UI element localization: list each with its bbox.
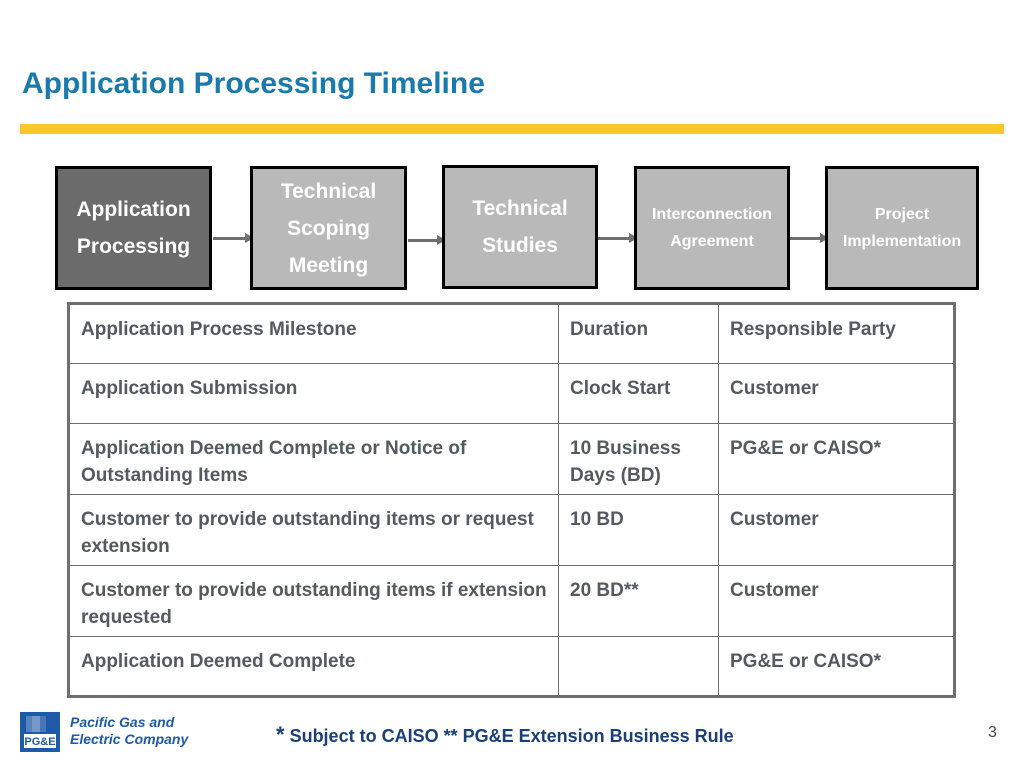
milestone-table: Application Process Milestone Duration R…	[67, 302, 956, 698]
footnote: * Subject to CAISO ** PG&E Extension Bus…	[276, 722, 734, 748]
step-technical-scoping-meeting: Technical Scoping Meeting	[250, 166, 407, 290]
table-header-row: Application Process Milestone Duration R…	[68, 303, 955, 364]
table-row: Customer to provide outstanding items or…	[68, 494, 955, 566]
logo-mark-text: PG&E	[24, 736, 55, 748]
party-cell: Customer	[718, 565, 955, 637]
duration-cell: Clock Start	[558, 363, 719, 424]
logo-wordmark: Pacific Gas and Electric Company	[70, 714, 189, 747]
header-milestone: Application Process Milestone	[68, 303, 559, 364]
flow-arrow	[790, 233, 829, 243]
page-title: Application Processing Timeline	[22, 67, 485, 100]
milestone-cell: Application Submission	[68, 363, 559, 424]
step-application-processing: Application Processing	[55, 166, 212, 290]
title-underline	[20, 124, 1004, 134]
pge-logo-icon-graphic: PG&E	[20, 712, 60, 752]
table-row: Application Submission Clock Start Custo…	[68, 363, 955, 424]
step-label: Technical Studies	[472, 197, 568, 257]
step-label: Project Implementation	[842, 206, 962, 250]
party-cell: PG&E or CAISO*	[718, 636, 955, 697]
flow-arrow	[408, 235, 446, 245]
step-label: Application Processing	[76, 198, 191, 258]
duration-cell: 20 BD**	[558, 565, 719, 637]
step-interconnection-agreement: Interconnection Agreement	[634, 166, 790, 290]
footnote-star: *	[276, 722, 285, 747]
step-label: Interconnection Agreement	[651, 206, 772, 250]
party-cell: Customer	[718, 363, 955, 424]
party-cell: PG&E or CAISO*	[718, 423, 955, 495]
step-project-implementation: Project Implementation	[825, 166, 979, 290]
step-label: Technical Scoping Meeting	[280, 179, 377, 277]
milestone-cell: Customer to provide outstanding items or…	[68, 494, 559, 566]
header-responsible-party: Responsible Party	[718, 303, 955, 364]
duration-cell: 10 Business Days (BD)	[558, 423, 719, 495]
duration-cell	[558, 636, 719, 697]
milestone-cell: Application Deemed Complete or Notice of…	[68, 423, 559, 495]
table-row: Application Deemed Complete PG&E or CAIS…	[68, 636, 955, 697]
duration-cell: 10 BD	[558, 494, 719, 566]
page-number: 3	[988, 724, 997, 741]
step-technical-studies: Technical Studies	[442, 165, 598, 289]
company-logo: PG&E Pacific Gas and Electric Company	[20, 712, 200, 754]
header-duration: Duration	[558, 303, 719, 364]
table-row: Application Deemed Complete or Notice of…	[68, 423, 955, 495]
table-row: Customer to provide outstanding items if…	[68, 565, 955, 637]
party-cell: Customer	[718, 494, 955, 566]
flow-arrow	[213, 233, 254, 243]
milestone-cell: Application Deemed Complete	[68, 636, 559, 697]
flow-arrow	[598, 233, 638, 243]
footnote-text: Subject to CAISO ** PG&E Extension Busin…	[284, 726, 734, 746]
pge-logo-icon: PG&E	[20, 712, 60, 752]
milestone-cell: Customer to provide outstanding items if…	[68, 565, 559, 637]
